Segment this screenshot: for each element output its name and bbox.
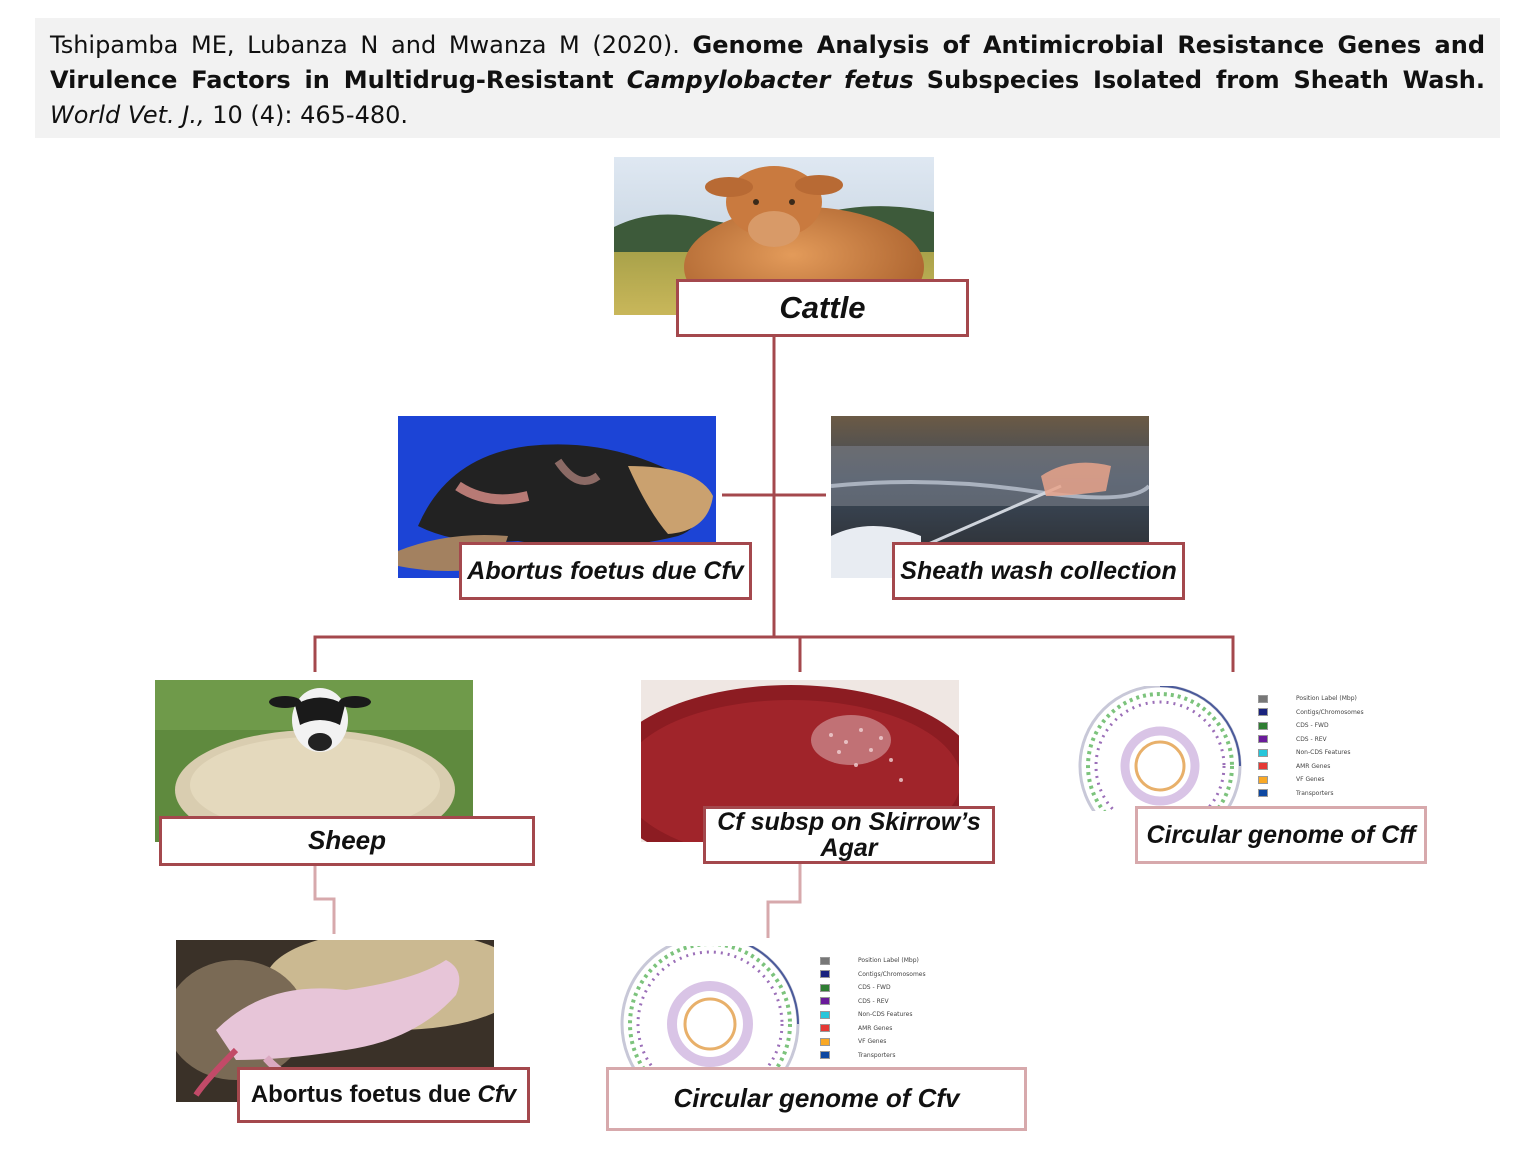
citation-species: Campylobacter fetus [626, 66, 914, 94]
abortus-sheep-label: Abortus foetus due Cfv [237, 1067, 530, 1123]
cattle-label: Cattle [676, 279, 969, 337]
circular-genome-map [1075, 686, 1405, 811]
sheep-branch-line [313, 866, 336, 934]
citation-volume: 10 (4): 465-480. [212, 101, 409, 129]
skirrow-label: Cf subsp on Skirrow’s Agar [703, 806, 995, 864]
citation-authors: Tshipamba ME, Lubanza N and Mwanza M (20… [50, 31, 680, 59]
sheep-photo [155, 680, 473, 842]
citation-box: Tshipamba ME, Lubanza N and Mwanza M (20… [35, 18, 1500, 138]
skirrow-branch-line [766, 864, 802, 938]
sheath-wash-label: Sheath wash collection [892, 542, 1185, 600]
lower-branch-line [313, 635, 1235, 672]
cff-genome-label: Circular genome of Cff [1135, 806, 1427, 864]
citation-title-end: Subspecies Isolated from Sheath Wash. [926, 66, 1485, 94]
citation-title: Genome Analysis of Antimicrobial Resista… [50, 31, 1485, 94]
genome-legend-cfv: Position Label (Mbp) Contigs/Chromosomes… [820, 954, 926, 1062]
citation-journal: World Vet. J., [50, 101, 205, 129]
abortus-sheep-text: Abortus foetus due [250, 1081, 471, 1109]
cfv-genome-label: Circular genome of Cfv [606, 1067, 1027, 1131]
abortus-sheep-ital: Cfv [477, 1081, 517, 1109]
sheep-label: Sheep [159, 816, 535, 866]
abortus-cattle-label: Abortus foetus due Cfv [459, 542, 752, 600]
genome-legend-cff: Position Label (Mbp) Contigs/Chromosomes… [1258, 692, 1364, 800]
circular-genome-map [610, 946, 800, 1071]
